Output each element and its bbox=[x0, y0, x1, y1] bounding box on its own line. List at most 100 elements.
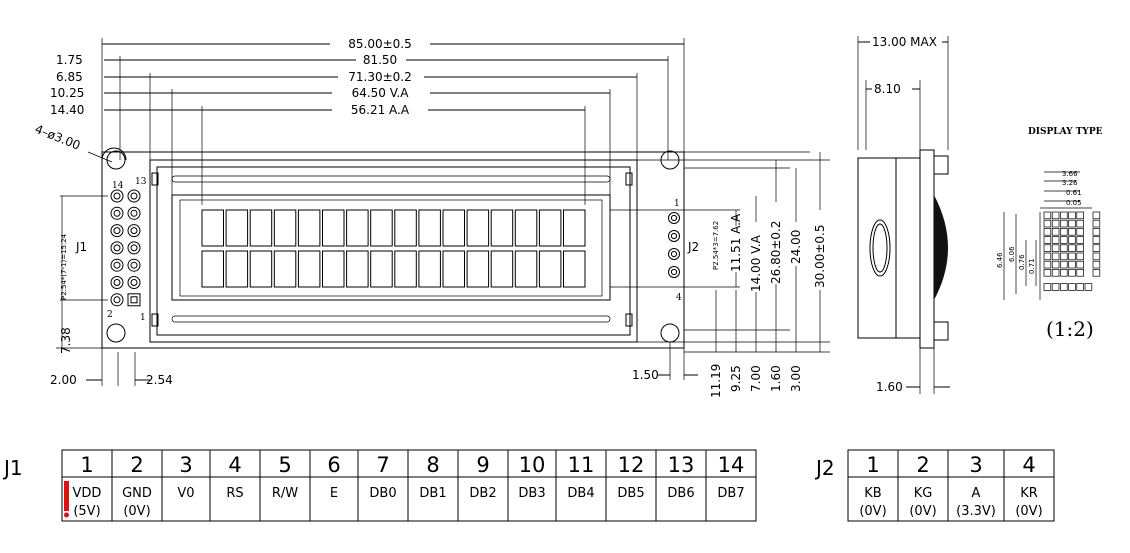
char-cell bbox=[538, 209, 562, 247]
matrix-dot bbox=[1068, 252, 1076, 261]
j2-pin bbox=[668, 212, 680, 224]
j2-signal-name: KR bbox=[1020, 486, 1038, 501]
matrix-dot bbox=[1051, 228, 1060, 236]
j1-pin-number: 9 bbox=[476, 453, 489, 477]
char-cell bbox=[514, 209, 538, 247]
dim-061-label: 0.61 bbox=[1066, 189, 1082, 197]
right-dimensions: 11.51 A.A 14.00 V.A 26.80±0.2 24.00 30.0… bbox=[610, 151, 830, 398]
j1-pin-number: 2 bbox=[130, 453, 143, 477]
j1-pin13-label: 13 bbox=[135, 177, 147, 187]
dim-254-label: 2.54 bbox=[146, 373, 173, 387]
j2-signal-name: KB bbox=[864, 486, 881, 501]
char-cell bbox=[514, 250, 538, 288]
j1-signal-name: DB4 bbox=[567, 486, 594, 501]
j2-pin1-label: 1 bbox=[674, 199, 680, 209]
matrix-dot bbox=[1068, 260, 1076, 269]
j1-pin bbox=[127, 241, 141, 255]
matrix-dot bbox=[1068, 236, 1076, 244]
j1-pin-number: 1 bbox=[80, 453, 93, 477]
side-view: 13.00 MAX 8.10 1.60 bbox=[857, 35, 950, 394]
matrix-dot bbox=[1060, 252, 1068, 261]
dim-71-label: 71.30±0.2 bbox=[348, 70, 412, 84]
matrix-dot bbox=[1068, 269, 1076, 277]
dim-810-label: 8.10 bbox=[874, 82, 901, 96]
char-cell bbox=[273, 250, 297, 288]
j1-signal-name: E bbox=[330, 486, 338, 501]
char-cell bbox=[322, 209, 345, 247]
char-cell bbox=[418, 250, 441, 288]
char-cell bbox=[297, 209, 321, 247]
j1-pin bbox=[110, 189, 124, 203]
char-cell bbox=[346, 250, 369, 288]
pcb-outline bbox=[101, 151, 685, 349]
char-cell bbox=[563, 209, 586, 247]
j1-signal-name: DB0 bbox=[369, 486, 396, 501]
matrix-dot bbox=[1051, 260, 1060, 269]
j1-signal-name: RS bbox=[226, 486, 243, 501]
j1-pin-number: 4 bbox=[228, 453, 241, 477]
j1-connector: 14 13 2 1 J1 P2.54*(7-1)=15.24 bbox=[60, 177, 147, 323]
dim-1400-label: 14.00 V.A bbox=[749, 234, 763, 292]
dim-300-label: 3.00 bbox=[789, 365, 803, 392]
j1-table-label: J1 bbox=[2, 456, 23, 480]
matrix-dot bbox=[1043, 236, 1052, 244]
j1-pin1-label: 1 bbox=[140, 313, 146, 323]
j1-pin-number: 10 bbox=[519, 453, 546, 477]
dim-160r-label: 1.60 bbox=[769, 365, 783, 392]
character-grid bbox=[201, 209, 586, 288]
j1-pin bbox=[127, 189, 141, 203]
j2-pin-table: J2 1KB(0V)2KG(0V)3A(3.3V)4KR(0V) bbox=[814, 449, 1055, 522]
j1-pin bbox=[110, 224, 124, 238]
j1-pin2-label: 2 bbox=[107, 310, 113, 320]
char-cell bbox=[394, 209, 417, 247]
char-cell bbox=[370, 250, 393, 288]
matrix-dot bbox=[1076, 228, 1084, 236]
matrix-dot bbox=[1076, 211, 1084, 220]
matrix-dot bbox=[1051, 219, 1060, 228]
char-cell bbox=[538, 250, 562, 288]
bezel bbox=[149, 159, 638, 343]
j2-signal-name: A bbox=[972, 486, 981, 501]
matrix-dot bbox=[1060, 236, 1068, 244]
matrix-dot bbox=[1051, 244, 1060, 252]
j1-pin bbox=[110, 276, 124, 289]
matrix-dot bbox=[1068, 228, 1076, 236]
dim-160-label: 1.60 bbox=[876, 380, 903, 394]
char-cell bbox=[322, 250, 345, 288]
char-cell bbox=[466, 250, 490, 288]
j2-signal-sub: (0V) bbox=[909, 504, 936, 519]
dim-1025-label: 10.25 bbox=[50, 86, 84, 100]
matrix-dot bbox=[1076, 236, 1084, 244]
matrix-dot bbox=[1043, 260, 1052, 269]
dim-2400-label: 24.00 bbox=[789, 230, 803, 264]
dim-685-label: 6.85 bbox=[56, 70, 83, 84]
matrix-dot bbox=[1051, 236, 1060, 244]
j1-signal-name: DB3 bbox=[518, 486, 545, 501]
j2-signal-sub: (0V) bbox=[1015, 504, 1042, 519]
matrix-dot bbox=[1060, 219, 1068, 228]
char-cell bbox=[297, 250, 321, 288]
matrix-dot bbox=[1051, 269, 1060, 277]
j1-pin-number: 13 bbox=[668, 453, 695, 477]
display-type-title: DISPLAY TYPE bbox=[1028, 127, 1103, 137]
j1-pin-number: 11 bbox=[568, 453, 595, 477]
char-cell bbox=[249, 209, 273, 247]
j2-pin-number: 1 bbox=[866, 453, 879, 477]
j2-table-label: J2 bbox=[814, 456, 835, 480]
j1-pin bbox=[110, 258, 124, 272]
matrix-dot bbox=[1043, 211, 1052, 220]
char-cell bbox=[370, 209, 393, 247]
backlight-lens bbox=[934, 195, 948, 300]
j2-pitch-label: P2.54*3=7.62 bbox=[712, 221, 720, 270]
j1-pin-number: 8 bbox=[426, 453, 439, 477]
vdd-marker bbox=[64, 481, 69, 511]
dim-2680-label: 26.80±0.2 bbox=[769, 221, 783, 285]
char-cell bbox=[249, 250, 273, 288]
mount-hole-br bbox=[660, 323, 680, 343]
matrix-dot bbox=[1076, 260, 1084, 269]
matrix-dot bbox=[1068, 219, 1076, 228]
j2-signal-name: KG bbox=[914, 486, 933, 501]
matrix-dot bbox=[1043, 228, 1052, 236]
char-cell bbox=[563, 250, 586, 288]
